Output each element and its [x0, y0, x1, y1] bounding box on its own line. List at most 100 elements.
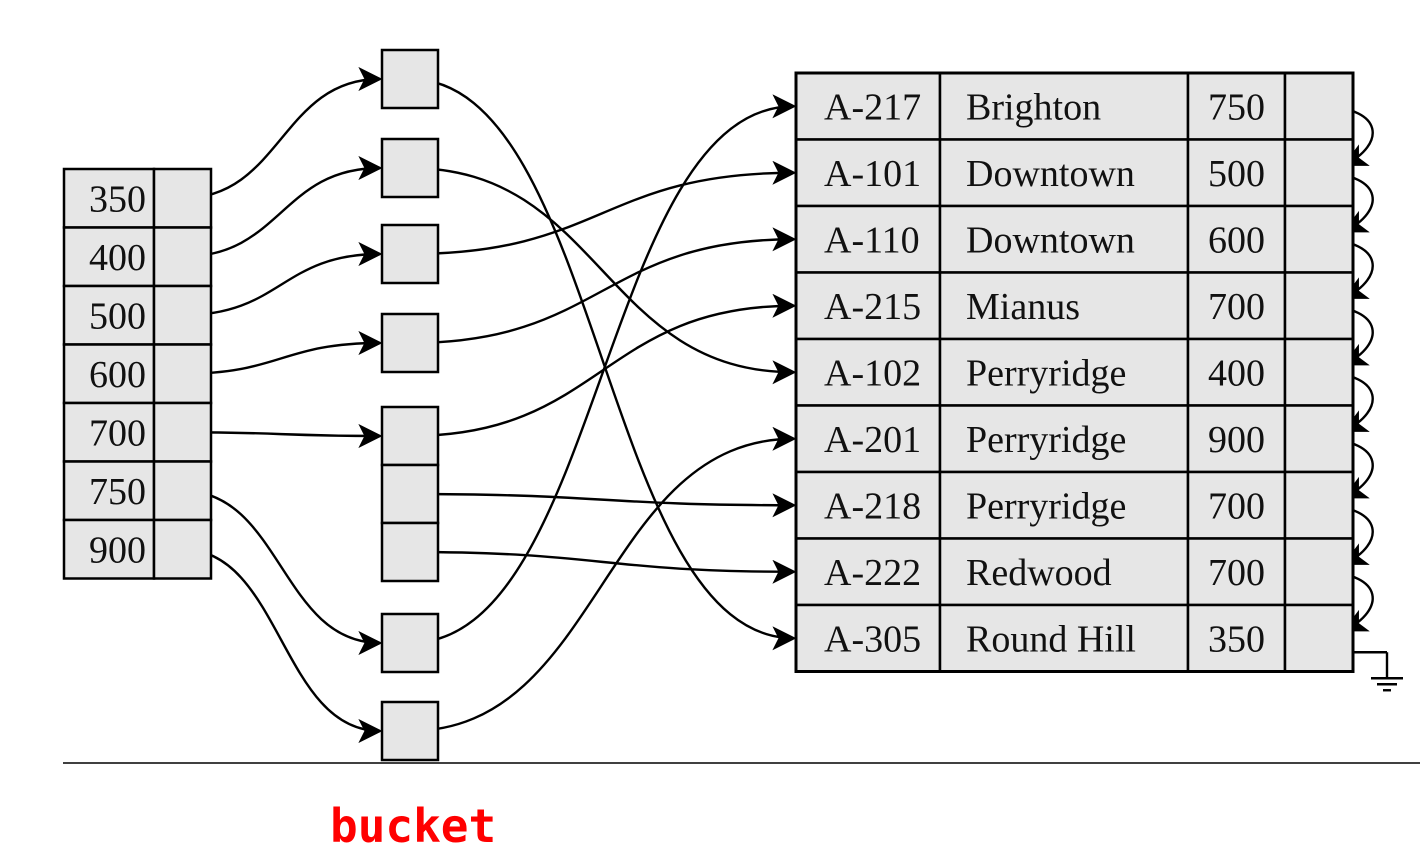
balance-value: 700: [1208, 286, 1265, 328]
index-pointer-cell: [152, 518, 213, 580]
branch-name: Mianus: [966, 286, 1080, 328]
account-record: A-218 Perryridge 700: [794, 470, 1355, 540]
account-number: A-215: [824, 286, 921, 328]
balance-value: 700: [1208, 485, 1265, 527]
bucket-slot: [380, 137, 440, 199]
index-pointer-cell: [152, 226, 213, 288]
index-entry: 700: [62, 401, 213, 463]
next-pointer-cell: [1283, 470, 1355, 540]
index-pointer-cell: [152, 343, 213, 405]
account-cell: [794, 603, 942, 673]
bucket: [380, 137, 440, 199]
branch-cell: [938, 204, 1190, 274]
bucket: [380, 700, 440, 762]
account-record: A-305 Round Hill 350: [794, 603, 1355, 673]
data-file-border: [794, 71, 1355, 673]
account-cell: [794, 337, 942, 407]
balance-value: 750: [1208, 86, 1265, 128]
balance-value: 350: [1208, 618, 1265, 660]
bucket-caption: bucket: [330, 799, 496, 853]
bucket-slot: [380, 463, 440, 525]
branch-cell: [938, 138, 1190, 208]
account-number: A-217: [824, 86, 921, 128]
record-pointer-arrow: [409, 293, 797, 438]
index-key: 700: [89, 412, 146, 454]
record-pointer-arrow: [409, 492, 797, 518]
index-pointer-cell: [152, 167, 213, 229]
account-number: A-305: [824, 618, 921, 660]
branch-cell: [938, 603, 1190, 673]
index-pointer-arrow: [182, 331, 383, 375]
bucket-slot: [380, 521, 440, 583]
balance-value: 400: [1208, 352, 1265, 394]
account-cell: [794, 404, 942, 474]
index-pointer-arrow: [182, 242, 383, 317]
record-pointer-arrow: [409, 550, 797, 584]
index-key: 400: [89, 237, 146, 279]
account-number: A-222: [824, 552, 921, 594]
account-number: A-102: [824, 352, 921, 394]
branch-name: Redwood: [966, 552, 1112, 594]
next-pointer-cell: [1283, 138, 1355, 208]
index-pointer-arrow: [182, 548, 383, 743]
next-pointer-cell: [1283, 337, 1355, 407]
index-key: 750: [89, 471, 146, 513]
account-number: A-218: [824, 485, 921, 527]
account-record: A-215 Mianus 700: [794, 271, 1355, 341]
index-entry: 400: [62, 226, 213, 288]
account-number: A-201: [824, 419, 921, 461]
index-key: 350: [89, 178, 146, 220]
index-entry: 900: [62, 518, 213, 580]
index-key: 500: [89, 295, 146, 337]
branch-name: Perryridge: [966, 419, 1126, 461]
index-pointer-arrow: [182, 423, 383, 448]
bucket-slot: [380, 48, 440, 110]
index-key: 600: [89, 354, 146, 396]
bucket: [380, 612, 440, 674]
next-pointer-cell: [1283, 537, 1355, 607]
balance-value: 500: [1208, 153, 1265, 195]
account-cell: [794, 271, 942, 341]
index-key-cell: [62, 226, 156, 288]
bucket-slot: [380, 405, 440, 467]
index-pointer-arrow: [182, 67, 383, 200]
bucket-column: [380, 48, 440, 762]
bucket-slot: [380, 223, 440, 285]
index-pointer-arrow: [182, 156, 383, 258]
index-key-cell: [62, 343, 156, 405]
account-number: A-110: [824, 219, 920, 261]
branch-cell: [938, 271, 1190, 341]
branch-name: Perryridge: [966, 485, 1126, 527]
bucket-slot: [380, 312, 440, 374]
branch-name: Perryridge: [966, 352, 1126, 394]
account-record: A-101 Downtown 500: [794, 138, 1355, 208]
branch-name: Downtown: [966, 153, 1135, 195]
bucket: [380, 48, 440, 110]
account-cell: [794, 138, 942, 208]
branch-cell: [938, 71, 1190, 141]
balance-value: 900: [1208, 419, 1265, 461]
index-key-cell: [62, 460, 156, 522]
bucket-slot: [380, 612, 440, 674]
branch-name: Round Hill: [966, 618, 1136, 660]
next-pointer-cell: [1283, 404, 1355, 474]
balance-cell: [1186, 271, 1287, 341]
record-pointer-arrow: [409, 426, 797, 733]
index-key: 900: [89, 529, 146, 571]
branch-name: Brighton: [966, 86, 1101, 128]
bucket-slot: [380, 700, 440, 762]
balance-cell: [1186, 71, 1287, 141]
branch-cell: [938, 404, 1190, 474]
next-pointer-cell: [1283, 204, 1355, 274]
index-file: 350 400 500 600 700 750 900: [62, 167, 213, 580]
record-pointer-arrow: [409, 227, 797, 345]
index-key-cell: [62, 518, 156, 580]
account-number: A-101: [824, 153, 921, 195]
balance-value: 600: [1208, 219, 1265, 261]
bucket: [380, 405, 440, 583]
index-entry: 600: [62, 343, 213, 405]
